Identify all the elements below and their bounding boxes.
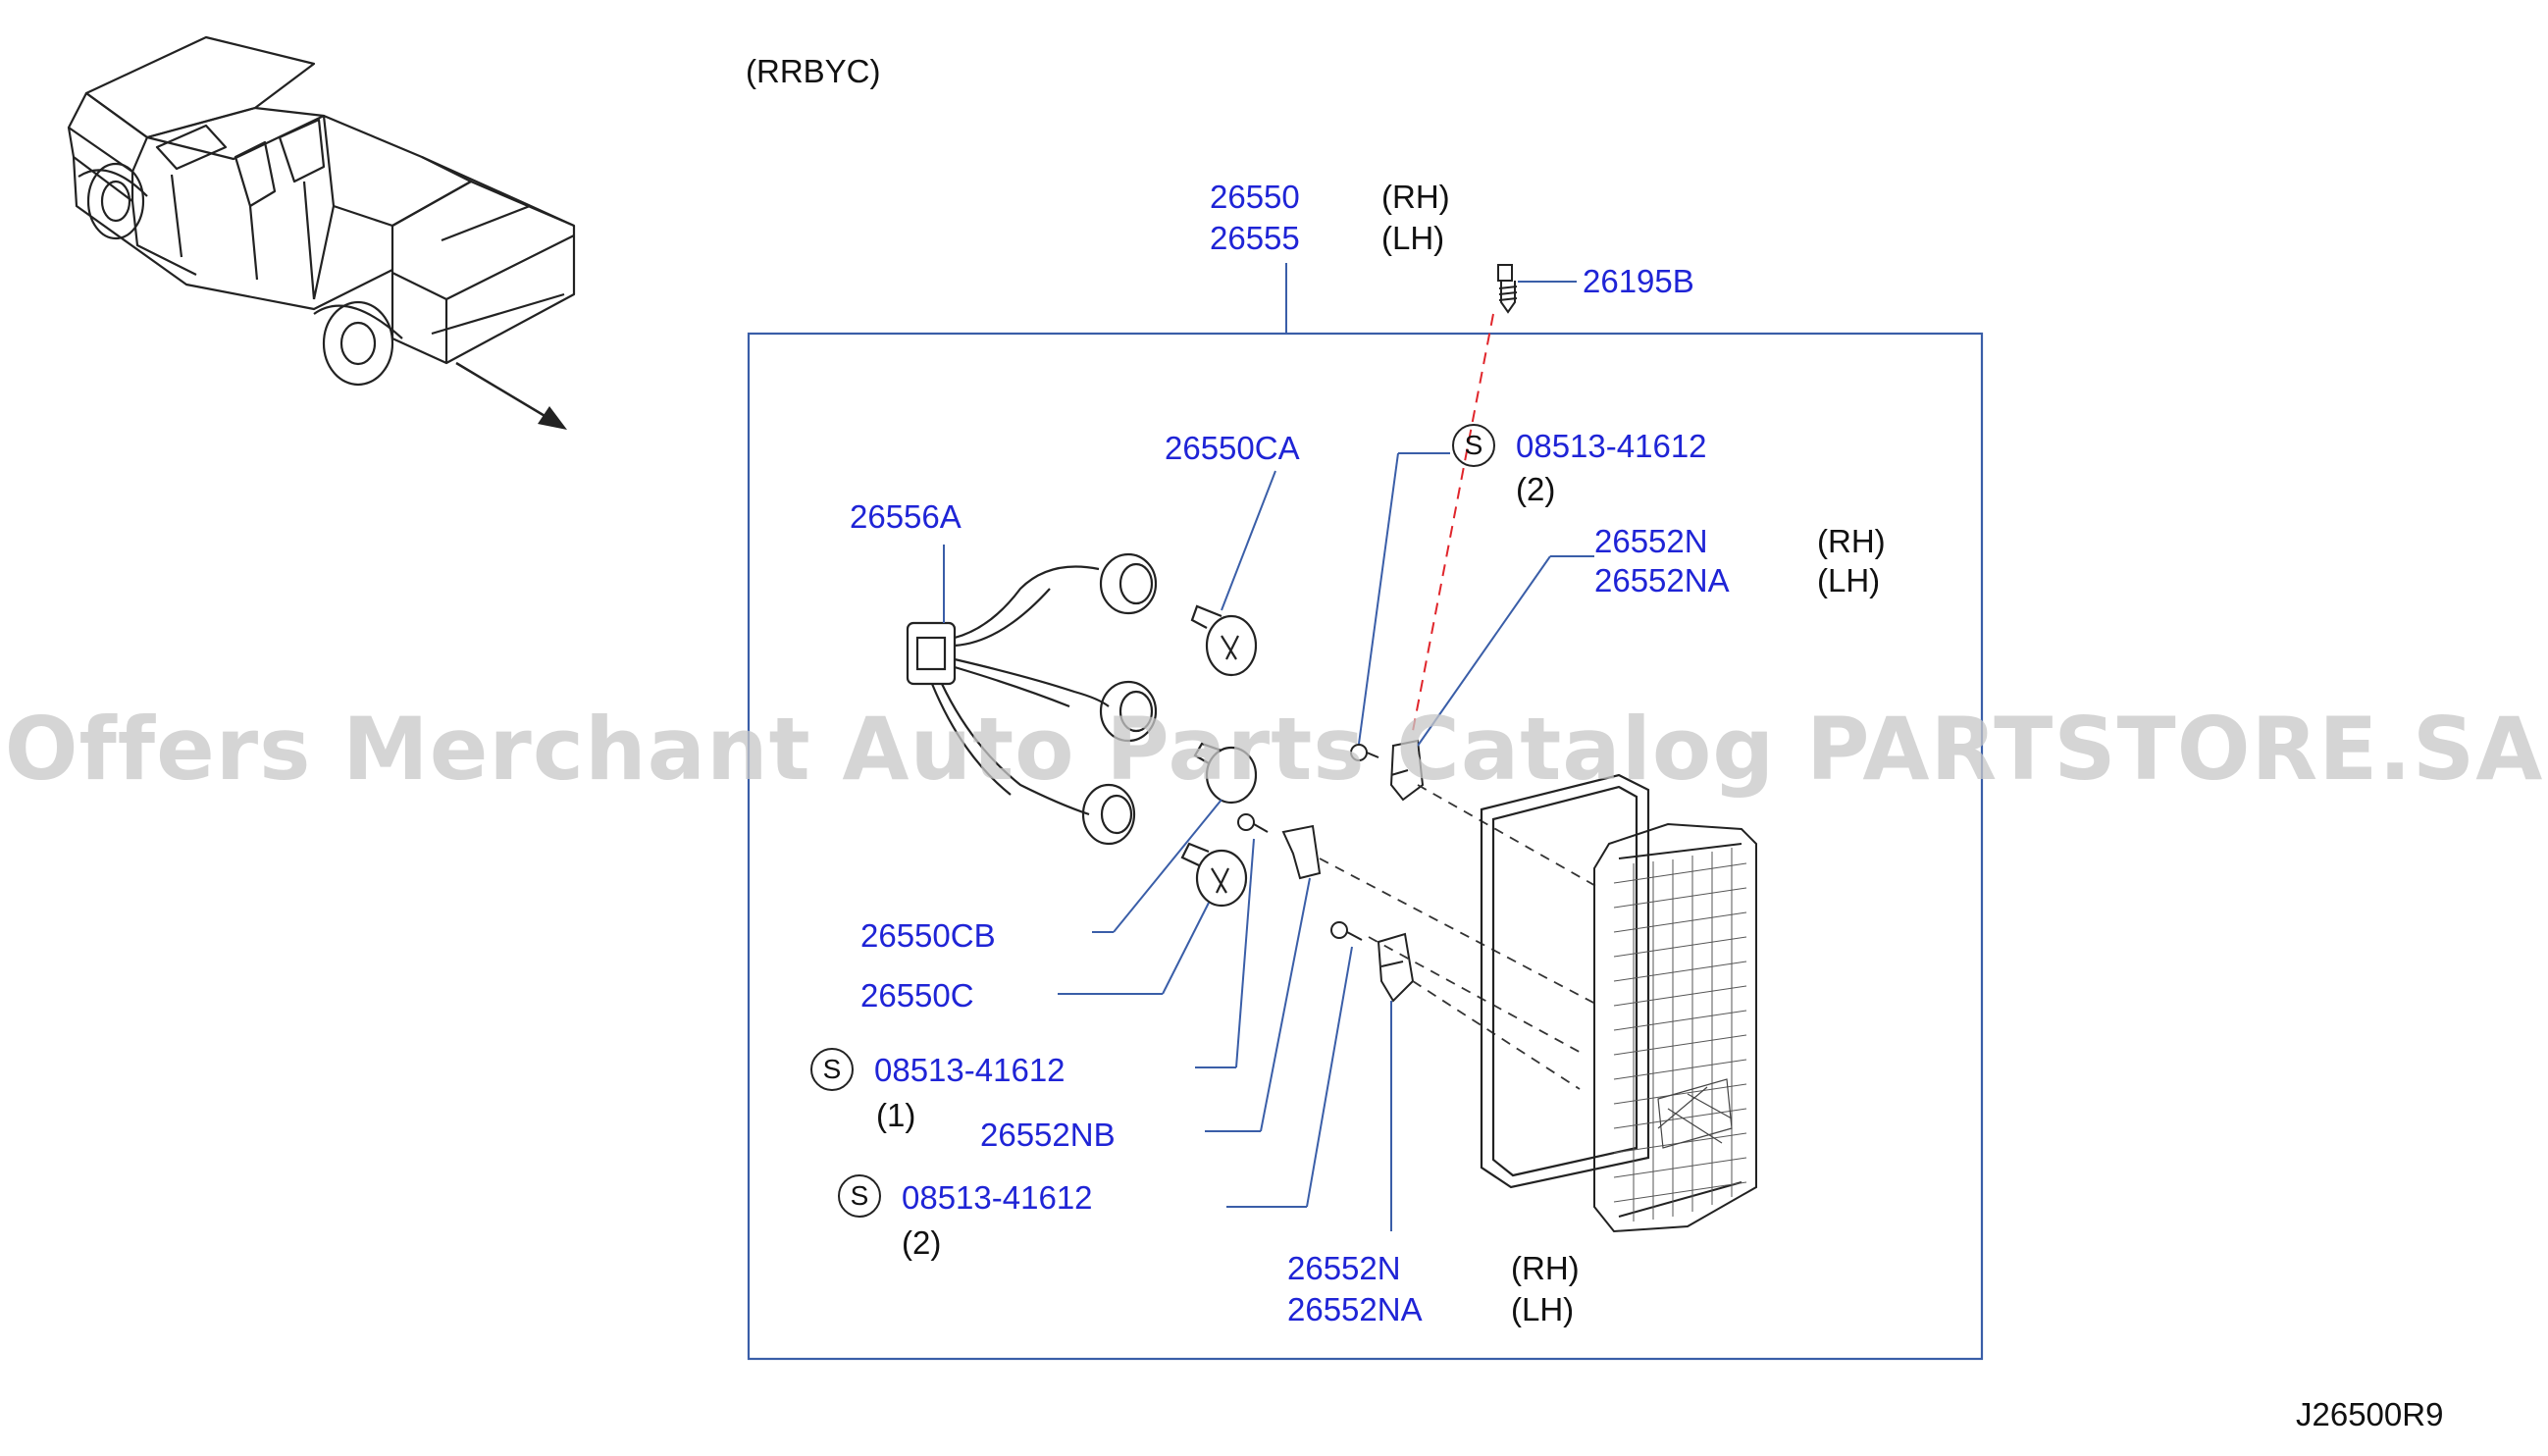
part-number-26195B[interactable]: 26195B <box>1583 263 1694 299</box>
part-number-08513-41612-mid[interactable]: 08513-41612 <box>874 1052 1066 1088</box>
standard-part-symbol: S <box>1452 424 1495 467</box>
side-rh-label: (RH) <box>1817 523 1886 559</box>
harness-icon <box>906 552 1158 846</box>
screw-dashed-line <box>1412 313 1494 732</box>
part-number-26556A[interactable]: 26556A <box>850 498 962 535</box>
leader-26550CA <box>1221 470 1276 611</box>
leader-bolt-top <box>1358 452 1399 745</box>
bulb-icon <box>1190 604 1258 677</box>
gasket-icon <box>1480 773 1650 1189</box>
part-number-26552N-top[interactable]: 26552N <box>1594 523 1708 559</box>
location-arrow <box>455 361 567 430</box>
side-rh-label: (RH) <box>1381 179 1450 215</box>
bolt-icon <box>1350 744 1379 761</box>
bolt-icon <box>1330 921 1363 941</box>
watermark-text: Offers Merchant Auto Parts Catalog PARTS… <box>4 699 2544 800</box>
part-number-26550C[interactable]: 26550C <box>860 977 974 1014</box>
part-number-26555[interactable]: 26555 <box>1210 220 1300 256</box>
leader-bolt-low <box>1306 946 1353 1208</box>
standard-part-symbol: S <box>810 1048 854 1091</box>
part-number-26552NB[interactable]: 26552NB <box>980 1117 1116 1153</box>
part-number-26550CA[interactable]: 26550CA <box>1165 430 1300 466</box>
variant-code: (RRBYC) <box>746 53 881 89</box>
part-number-26550CB[interactable]: 26550CB <box>860 917 996 954</box>
lens-grid <box>1613 848 1747 1222</box>
part-number-26552NA-top[interactable]: 26552NA <box>1594 562 1730 598</box>
part-number-26552NA-low[interactable]: 26552NA <box>1287 1291 1423 1327</box>
assembly-dashed-lines <box>1319 784 1600 1090</box>
leader-26550C-diag <box>1162 902 1210 995</box>
quantity-label: (2) <box>1516 471 1556 507</box>
quantity-label: (1) <box>876 1097 916 1133</box>
quantity-label: (2) <box>902 1224 942 1261</box>
bracket-icon <box>1281 824 1322 880</box>
leader-bracket-top <box>1417 555 1551 747</box>
side-lh-label: (LH) <box>1381 220 1445 256</box>
standard-part-symbol: S <box>838 1174 881 1218</box>
part-number-08513-41612-top[interactable]: 08513-41612 <box>1516 428 1707 464</box>
bulb-icon <box>1193 742 1258 805</box>
side-rh-label: (RH) <box>1511 1250 1580 1286</box>
leader-bolt-mid <box>1235 838 1255 1068</box>
tail-lamp-lens-icon <box>1593 822 1757 1233</box>
part-number-08513-41612-low[interactable]: 08513-41612 <box>902 1179 1093 1216</box>
bulb-icon <box>1180 842 1248 908</box>
assembly-frame <box>747 332 1984 1361</box>
lens-reflector-patch <box>1657 1078 1733 1149</box>
screw-icon <box>1497 264 1518 314</box>
part-number-26550[interactable]: 26550 <box>1210 179 1300 215</box>
bracket-icon <box>1389 739 1425 802</box>
part-number-26552N-low[interactable]: 26552N <box>1287 1250 1401 1286</box>
side-lh-label: (LH) <box>1511 1291 1575 1327</box>
side-lh-label: (LH) <box>1817 562 1881 598</box>
bolt-icon <box>1237 813 1269 833</box>
bracket-icon <box>1377 932 1415 1003</box>
leader-bracket-mid <box>1260 877 1311 1132</box>
truck-illustration <box>67 35 576 387</box>
diagram-code: J26500R9 <box>2296 1396 2444 1432</box>
leader-26550CB-diag <box>1113 799 1222 933</box>
